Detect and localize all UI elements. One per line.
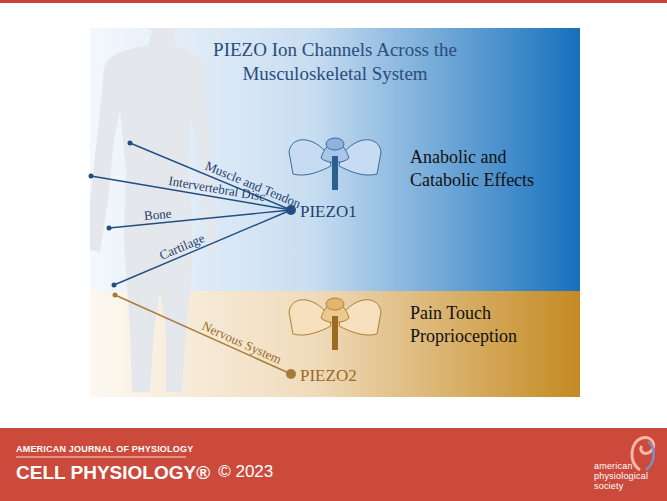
society-name: american physiological society bbox=[594, 461, 648, 491]
effect-text: Pain Touch Proprioception bbox=[410, 302, 517, 348]
tissue-label: Bone bbox=[144, 205, 173, 223]
piezo2-channel bbox=[289, 298, 381, 350]
journal-name: AMERICAN JOURNAL OF PHYSIOLOGY bbox=[16, 444, 193, 455]
diagram-title: PIEZO Ion Channels Across the Musculoske… bbox=[185, 38, 485, 86]
node-text: PIEZO1 bbox=[300, 201, 357, 223]
piezo1-channel bbox=[289, 138, 381, 190]
node-text: Anabolic and Catabolic Effects bbox=[410, 146, 560, 192]
top-rule bbox=[0, 0, 667, 3]
channel-label: PIEZO2 bbox=[300, 365, 357, 387]
footer-band bbox=[0, 428, 667, 501]
channel-label: PIEZO1 bbox=[300, 201, 357, 223]
effect-text: Anabolic and Catabolic Effects bbox=[410, 146, 560, 192]
leader-lines bbox=[89, 141, 297, 380]
node-text: Pain Touch Proprioception bbox=[410, 302, 517, 348]
copyright: © 2023 bbox=[218, 462, 273, 482]
node-text: PIEZO2 bbox=[300, 365, 357, 387]
society-logo bbox=[632, 437, 654, 470]
journal-title: CELL PHYSIOLOGY® bbox=[16, 461, 210, 484]
footer-rule bbox=[16, 457, 186, 458]
body-silhouette bbox=[90, 28, 218, 392]
